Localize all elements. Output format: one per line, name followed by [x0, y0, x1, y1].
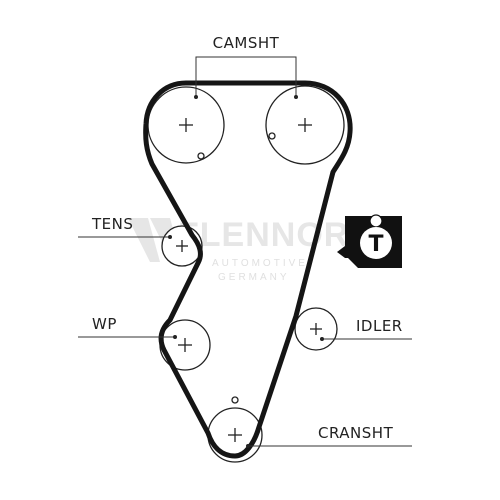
label-idler-group: IDLER — [320, 317, 412, 341]
label-water-pump-group: WP — [78, 315, 177, 339]
pulley-camshaft-right — [265, 85, 345, 165]
label-water-pump: WP — [92, 315, 117, 333]
timing-belt — [143, 80, 353, 459]
badge-letter: T — [368, 232, 383, 257]
pulley-idler — [294, 307, 338, 351]
label-tensioner-group: TENS — [78, 215, 172, 239]
pulley-crankshaft — [207, 396, 263, 463]
watermark-brand: FLENNOR — [178, 216, 349, 254]
pulley-water-pump — [159, 319, 211, 371]
label-crankshaft: CRANSHT — [318, 424, 394, 442]
pulley-camshaft-left — [147, 86, 225, 164]
timing-belt-icon: T — [337, 214, 402, 268]
watermark: FLENNOR AUTOMOTIVE GERMANY — [128, 216, 349, 283]
label-crankshaft-group: CRANSHT — [246, 424, 412, 448]
label-camshaft: CAMSHT — [213, 34, 280, 52]
label-tensioner: TENS — [91, 215, 133, 233]
label-camshaft-group: CAMSHT — [194, 34, 298, 99]
watermark-subtitle-2: GERMANY — [218, 272, 290, 283]
label-idler: IDLER — [356, 317, 403, 335]
watermark-subtitle-1: AUTOMOTIVE — [212, 258, 308, 269]
